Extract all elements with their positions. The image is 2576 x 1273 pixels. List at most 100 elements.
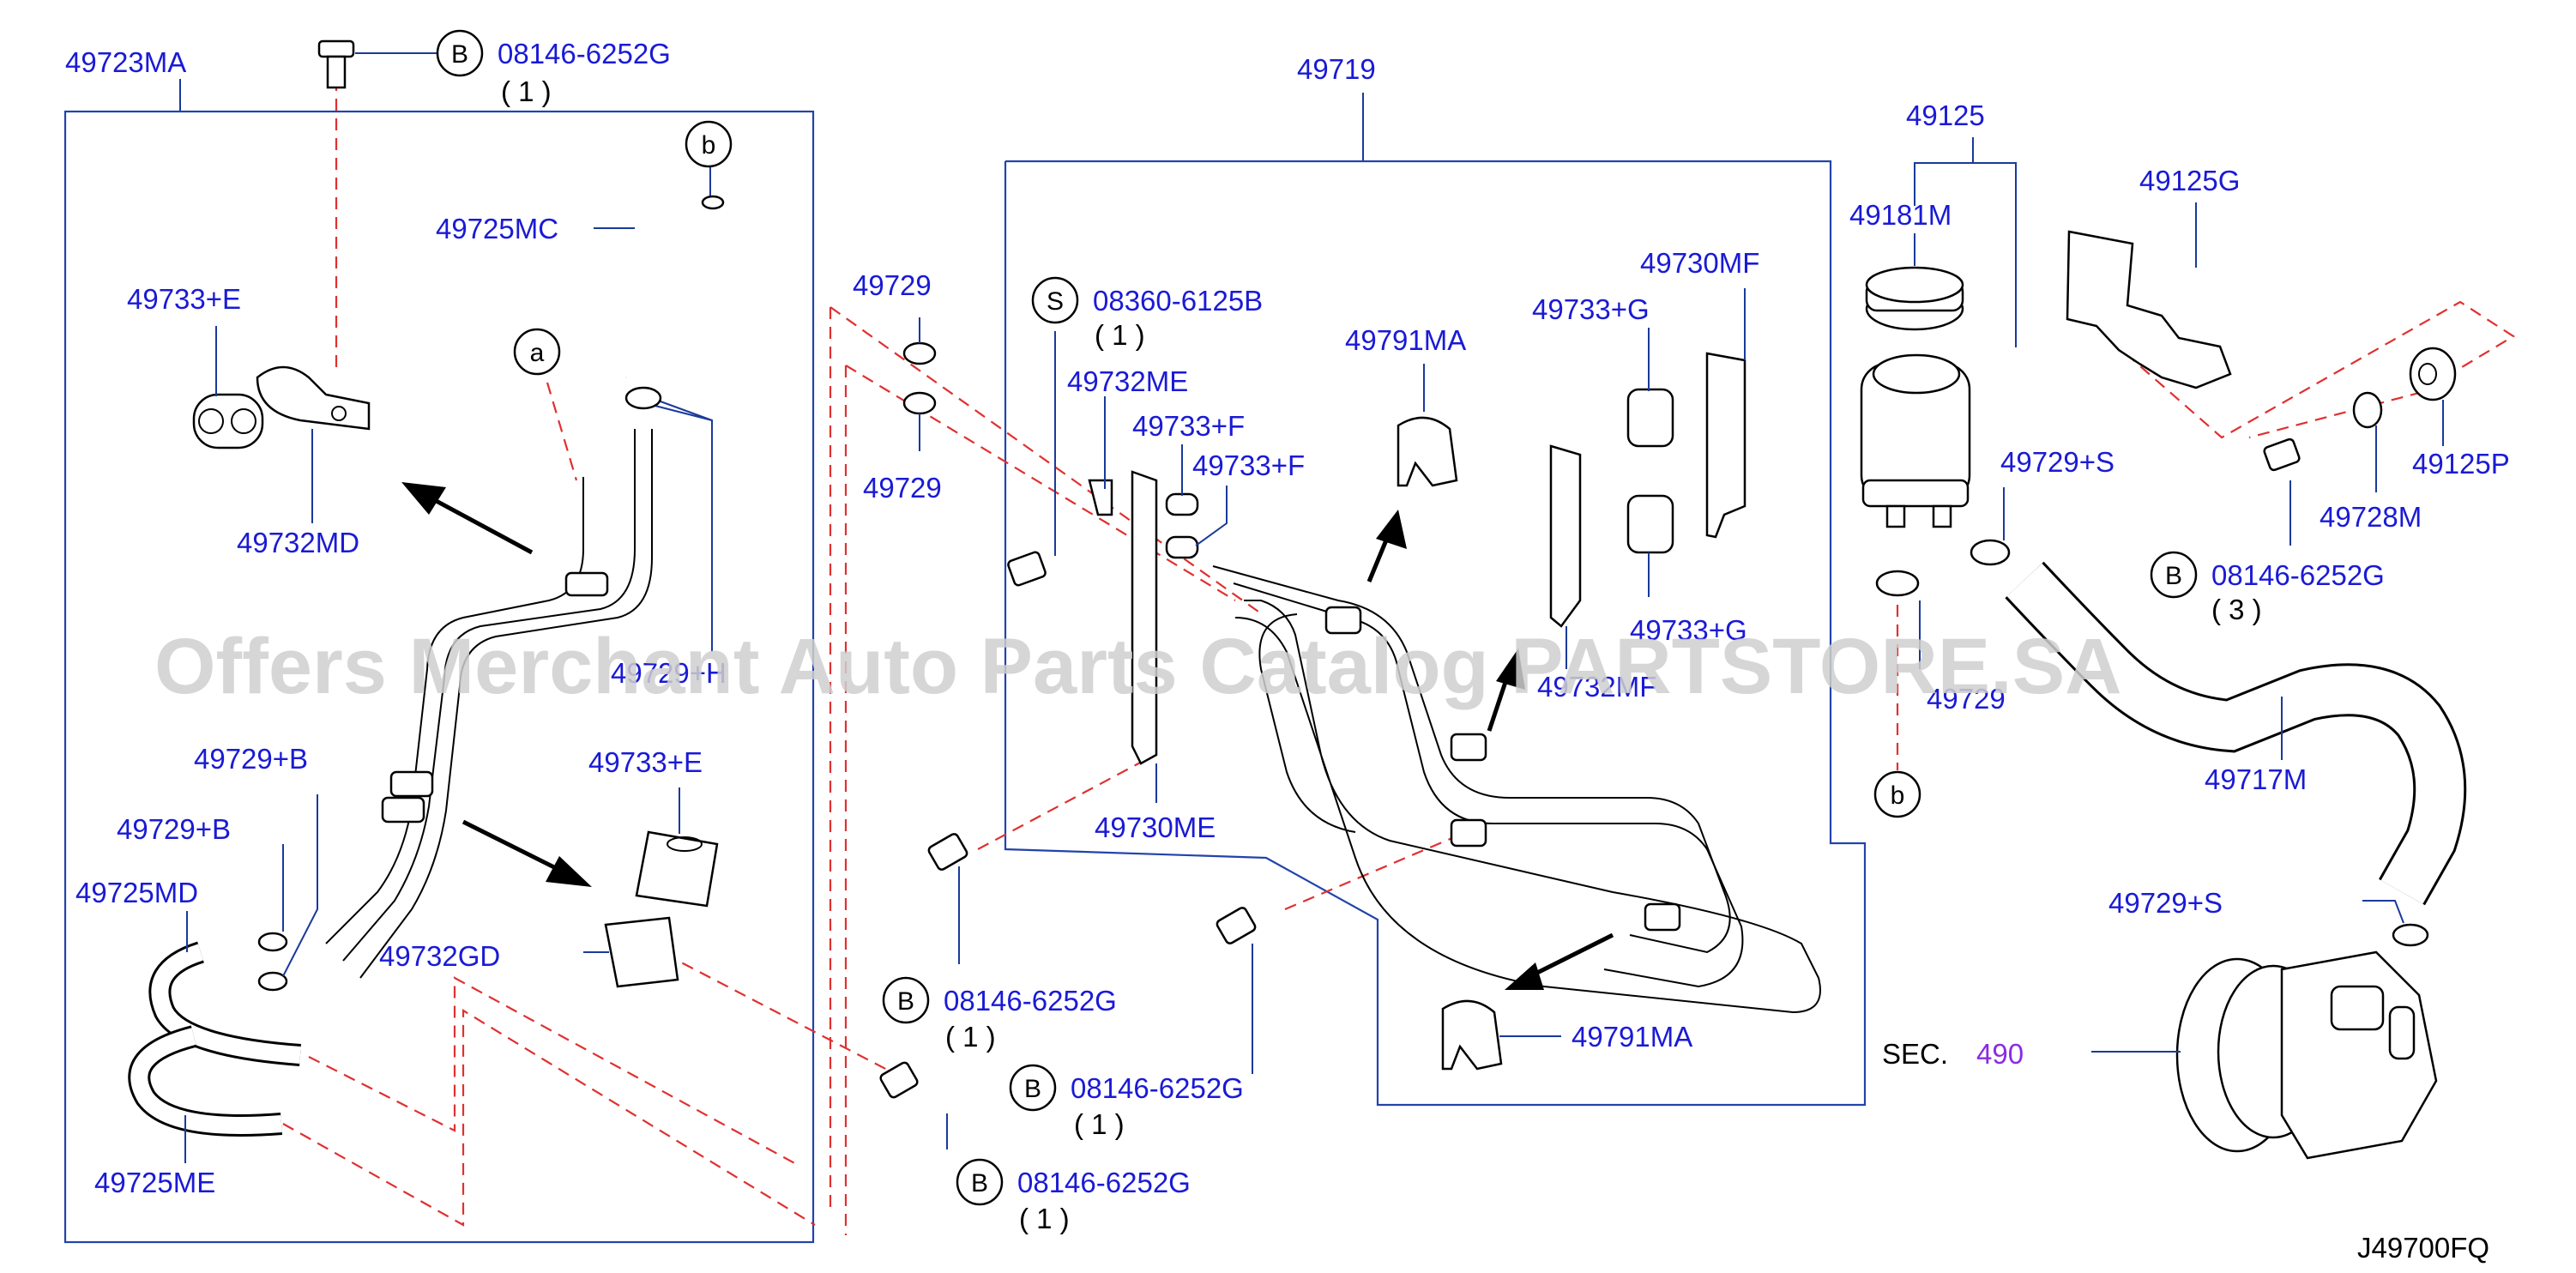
hose-icon bbox=[594, 163, 725, 379]
return-hose-icon bbox=[2005, 561, 2467, 906]
direction-arrow-icon bbox=[1487, 649, 1525, 732]
grommet-icon bbox=[192, 326, 264, 449]
fastener-callout-top: B 08146-6252G ( 1 ) bbox=[436, 29, 671, 107]
label-49729s-bot: 49729+S bbox=[2108, 887, 2223, 919]
diagram-code: J49700FQ bbox=[2357, 1232, 2489, 1264]
bolt-icon bbox=[1216, 907, 1257, 1074]
reservoir-bracket-icon bbox=[2066, 202, 2232, 389]
svg-text:b: b bbox=[1891, 781, 1905, 810]
direction-arrow-icon bbox=[401, 482, 534, 555]
label-49733g-top: 49733+G bbox=[1532, 293, 1650, 325]
bracket-icon bbox=[1705, 288, 1746, 539]
label-49729b-2: 49729+B bbox=[117, 813, 231, 845]
label-49717m: 49717M bbox=[2205, 763, 2307, 795]
svg-text:08146-6252G: 08146-6252G bbox=[498, 38, 671, 69]
reservoir-icon bbox=[1860, 353, 1971, 528]
fastener-callout-mid2: B 08146-6252G ( 1 ) bbox=[1009, 1064, 1244, 1140]
label-49730me: 49730ME bbox=[1095, 811, 1216, 843]
part-labels: 49723MA 49719 49125 49181M 49125G 49725M… bbox=[65, 46, 2510, 1264]
bushing-icon bbox=[2409, 347, 2457, 446]
reference-a: a bbox=[513, 328, 561, 376]
label-49729b-1: 49729+B bbox=[194, 743, 308, 775]
svg-text:b: b bbox=[702, 131, 716, 160]
label-49732mf: 49732MF bbox=[1537, 671, 1656, 703]
dashed-guides bbox=[282, 79, 2516, 1235]
svg-text:( 1 ): ( 1 ) bbox=[945, 1021, 996, 1053]
label-49732me: 49732ME bbox=[1067, 365, 1188, 397]
frame-group-49719 bbox=[1004, 93, 1867, 1107]
svg-text:B: B bbox=[451, 40, 468, 69]
fastener-callout-bottom: B 08146-6252G ( 1 ) bbox=[956, 1158, 1191, 1234]
grommet-icon bbox=[1626, 328, 1674, 597]
clamp-icon bbox=[1397, 364, 1458, 487]
grommet-lower-icon bbox=[583, 787, 719, 988]
label-49725me: 49725ME bbox=[94, 1167, 215, 1198]
bracket-icon bbox=[1549, 444, 1582, 669]
label-49125: 49125 bbox=[1906, 100, 1985, 131]
svg-text:08146-6252G: 08146-6252G bbox=[1071, 1072, 1244, 1104]
svg-text:( 3 ): ( 3 ) bbox=[2211, 594, 2262, 625]
bolt-icon bbox=[879, 1061, 948, 1149]
clamp-icon bbox=[256, 365, 371, 523]
svg-text:B: B bbox=[2165, 562, 2182, 590]
hose-clip-icon bbox=[2362, 900, 2429, 947]
label-49730mf: 49730MF bbox=[1640, 247, 1759, 279]
svg-text:B: B bbox=[971, 1169, 988, 1198]
label-49791ma-top: 49791MA bbox=[1345, 324, 1466, 356]
label-sec-number: 490 bbox=[1976, 1038, 2024, 1070]
label-49723ma: 49723MA bbox=[65, 46, 186, 78]
fastener-callout-mid1: B 08146-6252G ( 1 ) bbox=[882, 976, 1117, 1053]
frame-group-49723ma bbox=[63, 79, 815, 1244]
tube-assembly-icon bbox=[325, 386, 713, 979]
power-steering-tubes-icon bbox=[1212, 565, 1821, 1014]
fastener-callout-screw: S 08360-6125B ( 1 ) bbox=[1031, 276, 1263, 351]
label-49729s-top: 49729+S bbox=[2000, 446, 2114, 478]
label-49125g: 49125G bbox=[2139, 165, 2240, 196]
label-49729-mid: 49729 bbox=[863, 472, 942, 504]
direction-arrow-icon bbox=[1505, 932, 1614, 990]
label-49729-right: 49729 bbox=[1927, 683, 2006, 715]
svg-text:B: B bbox=[897, 987, 914, 1016]
label-49719: 49719 bbox=[1297, 53, 1376, 85]
svg-text:( 1 ): ( 1 ) bbox=[501, 75, 552, 107]
label-49733f-2: 49733+F bbox=[1192, 449, 1305, 481]
power-steering-pump-icon bbox=[2091, 950, 2438, 1160]
label-49729-top: 49729 bbox=[853, 269, 932, 301]
bolt-icon bbox=[1007, 331, 1056, 587]
hose-lower-icon bbox=[128, 794, 318, 1163]
svg-text:08146-6252G: 08146-6252G bbox=[1017, 1167, 1191, 1198]
label-49733g-bot: 49733+G bbox=[1630, 614, 1747, 646]
grommet-icon bbox=[1165, 444, 1228, 559]
bolt-icon bbox=[927, 833, 968, 964]
hose-clip-icon bbox=[902, 317, 937, 451]
svg-text:08146-6252G: 08146-6252G bbox=[944, 985, 1117, 1017]
label-49733e-bot: 49733+E bbox=[588, 746, 703, 778]
clamp-icon bbox=[1441, 999, 1561, 1071]
bolt-icon bbox=[317, 39, 437, 89]
svg-text:( 1 ): ( 1 ) bbox=[1074, 1108, 1125, 1140]
svg-text:08146-6252G: 08146-6252G bbox=[2211, 559, 2385, 591]
reference-b-top: b bbox=[685, 120, 733, 168]
label-49725mc: 49725MC bbox=[436, 213, 558, 244]
label-49729h: 49729+H bbox=[611, 657, 727, 689]
label-49732md: 49732MD bbox=[237, 527, 359, 558]
label-49728m: 49728M bbox=[2320, 501, 2422, 533]
reference-b-right: b bbox=[1873, 770, 1921, 818]
bracket-icon bbox=[1088, 396, 1158, 803]
label-49733f-1: 49733+F bbox=[1132, 410, 1245, 442]
svg-text:08360-6125B: 08360-6125B bbox=[1093, 285, 1263, 317]
label-49732gd: 49732GD bbox=[379, 940, 500, 972]
leader-group-49125 bbox=[1914, 137, 2017, 347]
direction-arrow-icon bbox=[1366, 510, 1407, 582]
label-49125p: 49125P bbox=[2412, 448, 2510, 480]
label-49791ma-bot: 49791MA bbox=[1572, 1021, 1692, 1053]
direction-arrow-icon bbox=[462, 819, 592, 887]
svg-text:a: a bbox=[530, 339, 545, 367]
label-49725md: 49725MD bbox=[75, 877, 198, 908]
label-49181m: 49181M bbox=[1849, 199, 1952, 231]
svg-text:( 1 ): ( 1 ) bbox=[1019, 1203, 1070, 1234]
hose-clip-icon bbox=[1875, 570, 1921, 669]
svg-text:S: S bbox=[1047, 287, 1064, 316]
bolt-icon bbox=[2263, 437, 2301, 546]
